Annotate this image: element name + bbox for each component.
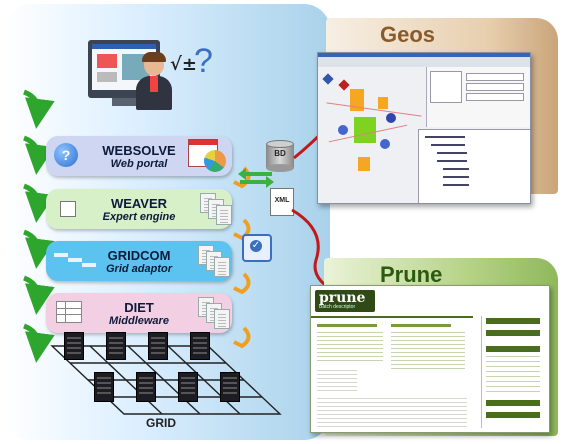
prune-logo: prune Batch descriptor (315, 290, 375, 312)
document-stack-icon (216, 205, 232, 225)
websolve-layer: ? WEBSOLVE Web portal (46, 136, 232, 176)
database-icon: BD (266, 140, 294, 172)
weaver-title: WEAVER (110, 196, 168, 211)
server-rack-icon (178, 372, 198, 402)
server-rack-icon (94, 372, 114, 402)
diet-subtitle: Middleware (109, 315, 169, 327)
orange-arrow-icon (233, 326, 251, 349)
monitor-stand (112, 98, 136, 106)
prune-title: Prune (380, 262, 443, 287)
grid-platform (40, 332, 290, 420)
server-rack-icon (148, 332, 168, 360)
geos-title: Geos (380, 22, 436, 47)
user-avatar (136, 52, 172, 110)
prune-logo-subtitle: Batch descriptor (319, 304, 356, 310)
grid-label: GRID (146, 416, 176, 430)
flow-arrows (23, 89, 55, 363)
checkmark-icon: ✓ (242, 234, 272, 262)
geos-screenshot (317, 52, 531, 204)
server-rack-icon (190, 332, 210, 360)
server-rack-icon (220, 372, 240, 402)
xml-file-icon: XML (270, 188, 294, 216)
gridcom-layer: GRIDCOM Grid adaptor (46, 241, 232, 281)
prune-logo-text: prune (319, 290, 366, 306)
network-lines-icon (54, 251, 98, 271)
diet-layer: DIET Middleware (46, 293, 232, 333)
server-rack-icon (64, 332, 84, 360)
exchange-arrows-icon (238, 168, 274, 188)
server-rack-icon (106, 332, 126, 360)
weaver-layer: WEAVER Expert engine (46, 189, 232, 229)
document-stack-icon (214, 309, 230, 329)
question-mark: ? (194, 42, 213, 80)
window-icon (60, 201, 76, 217)
prune-screenshot: prune Batch descriptor (310, 285, 550, 433)
weaver-subtitle: Expert engine (102, 211, 176, 223)
orange-arrow-icon (233, 272, 251, 295)
database-label: BD (274, 149, 286, 158)
server-rack-icon (136, 372, 156, 402)
grid-table-icon (56, 301, 82, 323)
gridcom-subtitle: Grid adaptor (105, 263, 172, 275)
help-icon: ? (54, 143, 78, 167)
document-stack-icon (214, 257, 230, 277)
green-arrow-icon (23, 89, 55, 363)
xml-label: XML (274, 197, 290, 204)
pie-chart-icon (204, 150, 226, 172)
gridcom-title: GRIDCOM (107, 248, 171, 263)
sqrt-symbol: √± (170, 54, 197, 75)
diet-title: DIET (124, 300, 154, 315)
websolve-title: WEBSOLVE (102, 143, 176, 158)
websolve-subtitle: Web portal (110, 158, 168, 170)
user-computer-illustration: √± ? (82, 40, 232, 120)
